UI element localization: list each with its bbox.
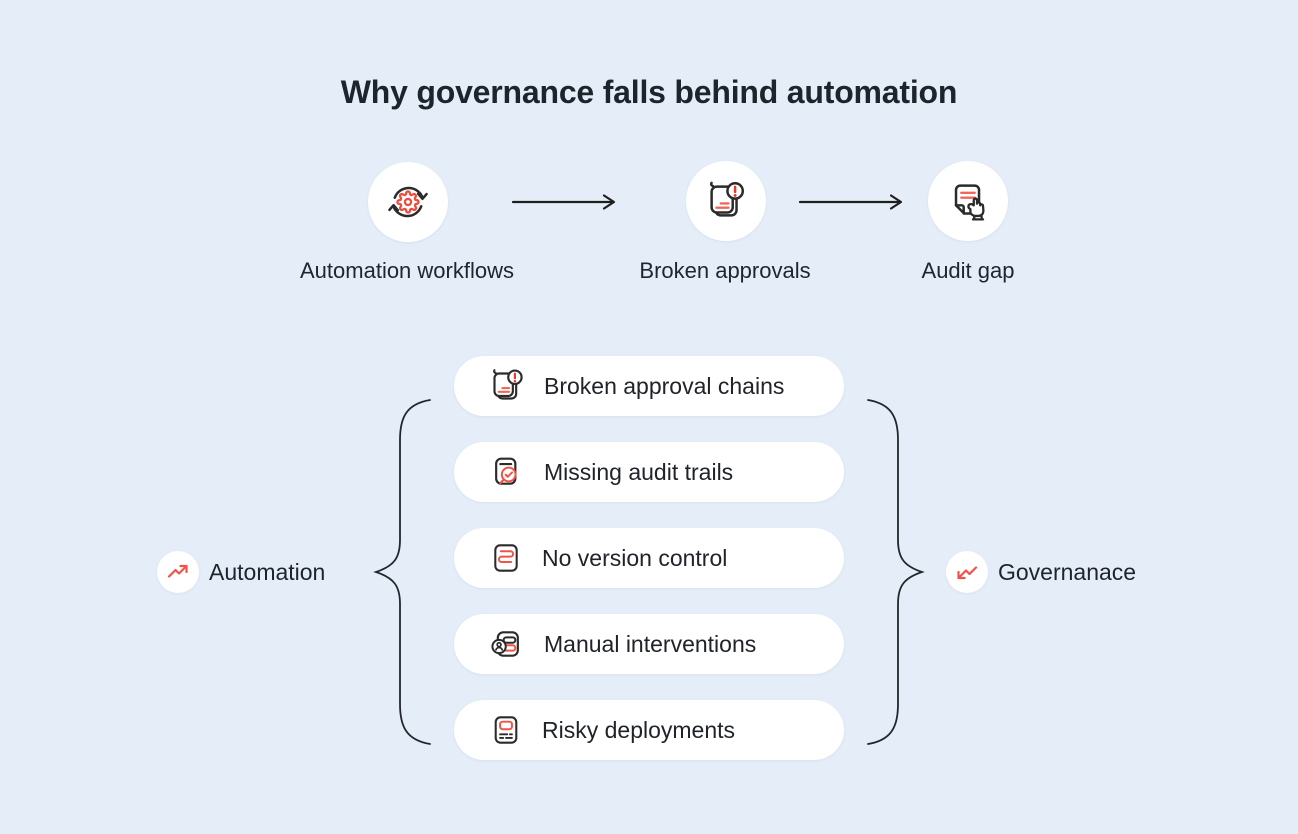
issue-pill: Risky deployments bbox=[454, 700, 844, 760]
governance-label: Governanace bbox=[998, 559, 1137, 585]
manual-user-icon bbox=[487, 624, 527, 664]
issue-label: Missing audit trails bbox=[544, 458, 734, 485]
issue-label: Broken approval chains bbox=[544, 372, 785, 399]
flow-step-circle bbox=[368, 162, 448, 242]
note-alert-icon bbox=[487, 366, 527, 406]
arrow-right-icon bbox=[798, 194, 903, 210]
issue-pill: Broken approval chains bbox=[454, 356, 844, 416]
audit-search-icon bbox=[487, 452, 527, 492]
automation-label: Automation bbox=[209, 559, 326, 585]
flow-step-circle bbox=[928, 161, 1008, 241]
risky-doc-icon bbox=[487, 711, 525, 749]
issue-label: No version control bbox=[542, 544, 728, 571]
note-alert-icon bbox=[703, 178, 749, 224]
trend-down-icon bbox=[946, 551, 988, 593]
flow-step-label: Automation workflows bbox=[300, 258, 514, 283]
flow-step-label: Broken approvals bbox=[639, 258, 811, 283]
version-stack-icon bbox=[487, 539, 525, 577]
issue-pill: No version control bbox=[454, 528, 844, 588]
issue-label: Risky deployments bbox=[542, 716, 736, 743]
doc-hand-icon bbox=[945, 178, 991, 224]
flow-step-circle bbox=[686, 161, 766, 241]
governance-side-group: Governanace bbox=[946, 551, 1136, 593]
issues-list: Broken approval chains Missing audit tra… bbox=[454, 356, 844, 786]
arrow-right-icon bbox=[511, 194, 616, 210]
issue-pill: Missing audit trails bbox=[454, 442, 844, 502]
gear-sync-icon bbox=[385, 179, 431, 225]
trend-up-icon bbox=[157, 551, 199, 593]
left-brace bbox=[373, 399, 431, 745]
right-brace bbox=[867, 399, 925, 745]
automation-side-group: Automation bbox=[157, 551, 325, 593]
flow-step-label: Audit gap bbox=[921, 258, 1015, 283]
issue-pill: Manual interventions bbox=[454, 614, 844, 674]
page-title: Why governance falls behind automation bbox=[340, 74, 958, 110]
issue-label: Manual interventions bbox=[544, 630, 757, 657]
